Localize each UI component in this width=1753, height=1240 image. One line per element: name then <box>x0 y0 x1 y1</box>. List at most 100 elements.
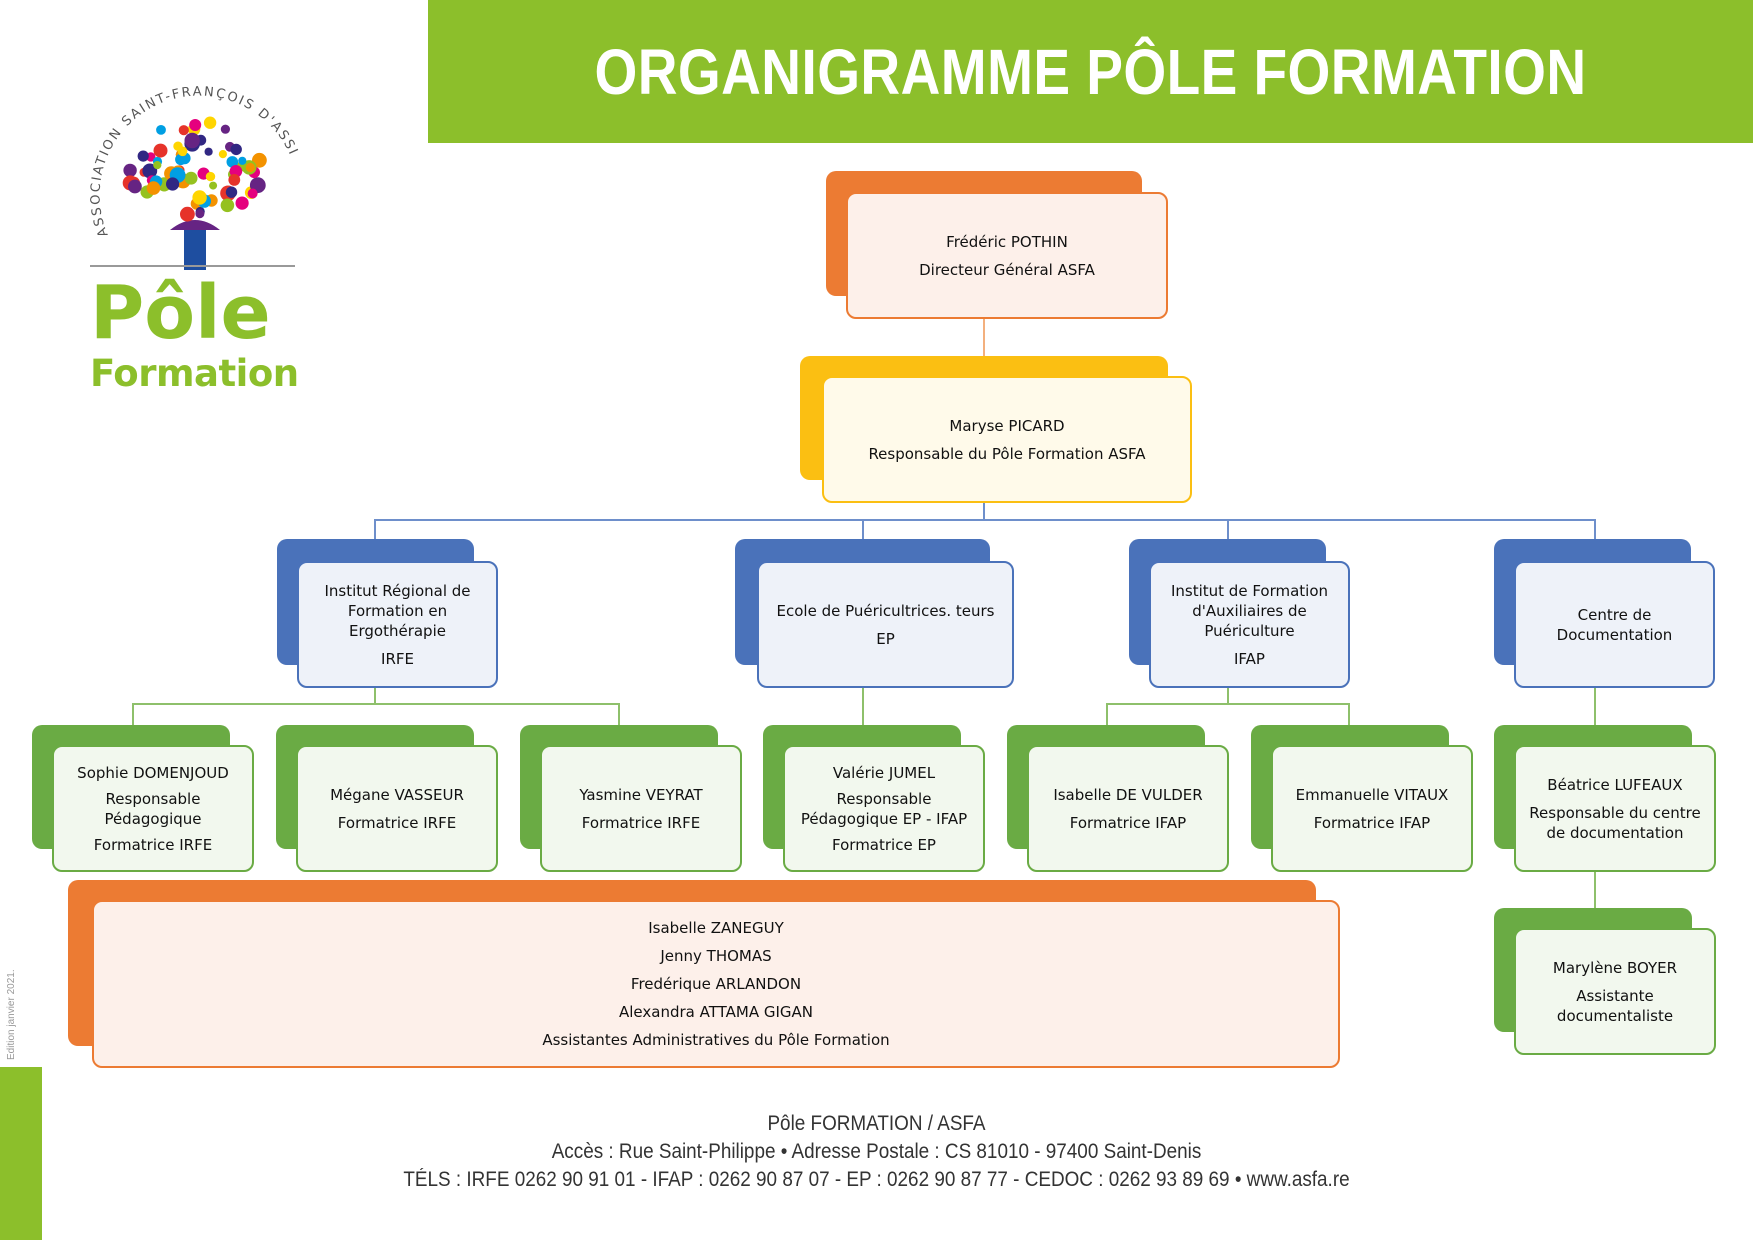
tree-figure <box>247 188 258 199</box>
tree-figure <box>153 161 162 170</box>
unit-ifap-line-2: d'Auxiliaires de <box>1192 601 1307 620</box>
logo: ASSOCIATION SAINT-FRANÇOIS D'ASSISE Pôle… <box>80 60 310 420</box>
staff-card-boyer: Marylène BOYER Assistante documentaliste <box>1494 908 1716 1055</box>
tree-figure <box>225 186 238 198</box>
staff-role-line: Responsable <box>105 789 201 808</box>
connector-irfe-staff-1 <box>132 703 134 727</box>
staff-card-lufeaux: Béatrice LUFEAUX Responsable du centre d… <box>1494 725 1716 872</box>
connector-cedoc-staff <box>1594 680 1596 727</box>
connector-ifap-down <box>1227 680 1229 704</box>
connector-ifap-staff-2 <box>1348 703 1350 727</box>
connector-irfe-staff-3 <box>618 703 620 727</box>
staff-role-line: Formatrice IFAP <box>1313 813 1431 832</box>
assistants-role: Assistantes Administratives du Pôle Form… <box>542 1031 890 1049</box>
staff-name: Valérie JUMEL <box>832 763 936 782</box>
unit-cedoc-line-2: Documentation <box>1556 625 1673 644</box>
tree-figure <box>220 124 230 134</box>
connector-manager-units <box>983 500 985 520</box>
page-title: ORGANIGRAMME PÔLE FORMATION <box>594 35 1587 108</box>
side-accent-bar <box>0 1067 42 1240</box>
assistant-name: Fredérique ARLANDON <box>630 975 802 993</box>
staff-name: Emmanuelle VITAUX <box>1295 785 1449 804</box>
tree-figure <box>252 152 267 168</box>
staff-card-domenjoud: Sophie DOMENJOUD Responsable Pédagogique… <box>32 725 254 872</box>
connector-unit-ep <box>862 519 864 541</box>
tree-figure <box>128 179 142 194</box>
tree-figure <box>203 116 217 129</box>
manager-card: Maryse PICARD Responsable du Pôle Format… <box>800 356 1192 503</box>
unit-ifap-line-3: Puériculture <box>1204 621 1295 640</box>
staff-role-line: documentaliste <box>1556 1006 1674 1025</box>
staff-role-line: Formatrice IFAP <box>1069 813 1187 832</box>
tree-figure <box>177 146 188 157</box>
staff-name: Mégane VASSEUR <box>330 785 464 804</box>
connector-cedoc-assistant <box>1594 870 1596 910</box>
staff-role-line: Pédagogique EP - IFAP <box>800 809 968 828</box>
unit-irfe-line-1: Institut Régional de <box>324 581 471 600</box>
tree-figure <box>166 177 180 191</box>
connector-ep-staff <box>862 680 864 727</box>
connector-units-bus <box>374 519 1596 521</box>
unit-ifap-line-1: Institut de Formation <box>1170 581 1329 600</box>
logo-text-formation: Formation <box>90 352 299 395</box>
tree-figure <box>175 153 187 166</box>
tree-figure <box>142 163 158 179</box>
director-role: Directeur Général ASFA <box>919 260 1095 279</box>
staff-card-de-vulder: Isabelle DE VULDER Formatrice IFAP <box>1007 725 1229 872</box>
tree-logo-icon: ASSOCIATION SAINT-FRANÇOIS D'ASSISE <box>80 60 299 270</box>
logo-divider <box>90 265 295 267</box>
staff-role-line: Responsable du centre <box>1529 803 1701 822</box>
connector-irfe-bus <box>132 703 620 705</box>
staff-card-vasseur: Mégane VASSEUR Formatrice IRFE <box>276 725 498 872</box>
staff-name: Marylène BOYER <box>1552 958 1678 977</box>
tree-figure <box>195 209 205 219</box>
tree-figure <box>178 125 189 136</box>
tree-figure <box>137 150 149 162</box>
header-banner <box>428 0 1753 143</box>
tree-figure <box>192 190 207 205</box>
tree-figure <box>235 196 249 210</box>
staff-name: Sophie DOMENJOUD <box>77 763 229 782</box>
unit-card-ifap: Institut de Formation d'Auxiliaires de P… <box>1129 539 1350 688</box>
unit-ep-line-1: Ecole de Puéricultrices. teurs <box>776 601 995 620</box>
staff-name: Isabelle DE VULDER <box>1053 785 1203 804</box>
connector-ifap-staff-1 <box>1106 703 1108 727</box>
connector-unit-irfe <box>374 519 376 541</box>
tree-figure <box>238 156 247 165</box>
footer-address: Accès : Rue Saint-Philippe • Adresse Pos… <box>551 1140 1202 1163</box>
staff-card-veyrat: Yasmine VEYRAT Formatrice IRFE <box>520 725 742 872</box>
tree-figure <box>123 163 137 178</box>
tree-figure <box>209 181 218 190</box>
manager-name: Maryse PICARD <box>949 416 1065 435</box>
director-name: Frédéric POTHIN <box>946 232 1068 251</box>
connector-irfe-down <box>374 680 376 704</box>
unit-card-irfe: Institut Régional de Formation en Ergoth… <box>277 539 498 688</box>
assistant-name: Alexandra ATTAMA GIGAN <box>619 1003 813 1021</box>
footer-title: Pôle FORMATION / ASFA <box>767 1112 986 1135</box>
tree-figure <box>156 125 166 135</box>
tree-figure <box>184 171 198 185</box>
unit-card-ep: Ecole de Puéricultrices. teurs EP <box>735 539 1014 688</box>
tree-figure <box>230 143 242 156</box>
logo-text-pole: Pôle <box>90 270 271 356</box>
unit-irfe-code: IRFE <box>381 649 414 668</box>
tree-figure <box>204 147 213 156</box>
director-card: Frédéric POTHIN Directeur Général ASFA <box>826 171 1168 319</box>
footer: Pôle FORMATION / ASFA Accès : Rue Saint-… <box>300 1110 1453 1194</box>
unit-irfe-line-3: Ergothérapie <box>349 621 446 640</box>
tree-figure <box>189 119 202 131</box>
connector-director-manager <box>983 318 985 358</box>
staff-role-line: Pédagogique <box>104 809 202 828</box>
staff-role-line: Formatrice IRFE <box>93 835 213 854</box>
staff-role-line: Formatrice IRFE <box>581 813 701 832</box>
staff-name: Béatrice LUFEAUX <box>1547 775 1683 794</box>
staff-role-line: Formatrice IRFE <box>337 813 457 832</box>
tree-figure <box>218 150 227 159</box>
connector-unit-cedoc <box>1594 519 1596 541</box>
assistant-name: Jenny THOMAS <box>660 947 772 965</box>
assistant-name: Isabelle ZANEGUY <box>648 919 784 937</box>
tree-figure <box>180 206 195 222</box>
staff-role-line: Assistante <box>1576 986 1654 1005</box>
connector-ifap-bus <box>1106 703 1350 705</box>
footer-phones: TÉLS : IRFE 0262 90 91 01 - IFAP : 0262 … <box>403 1168 1350 1191</box>
